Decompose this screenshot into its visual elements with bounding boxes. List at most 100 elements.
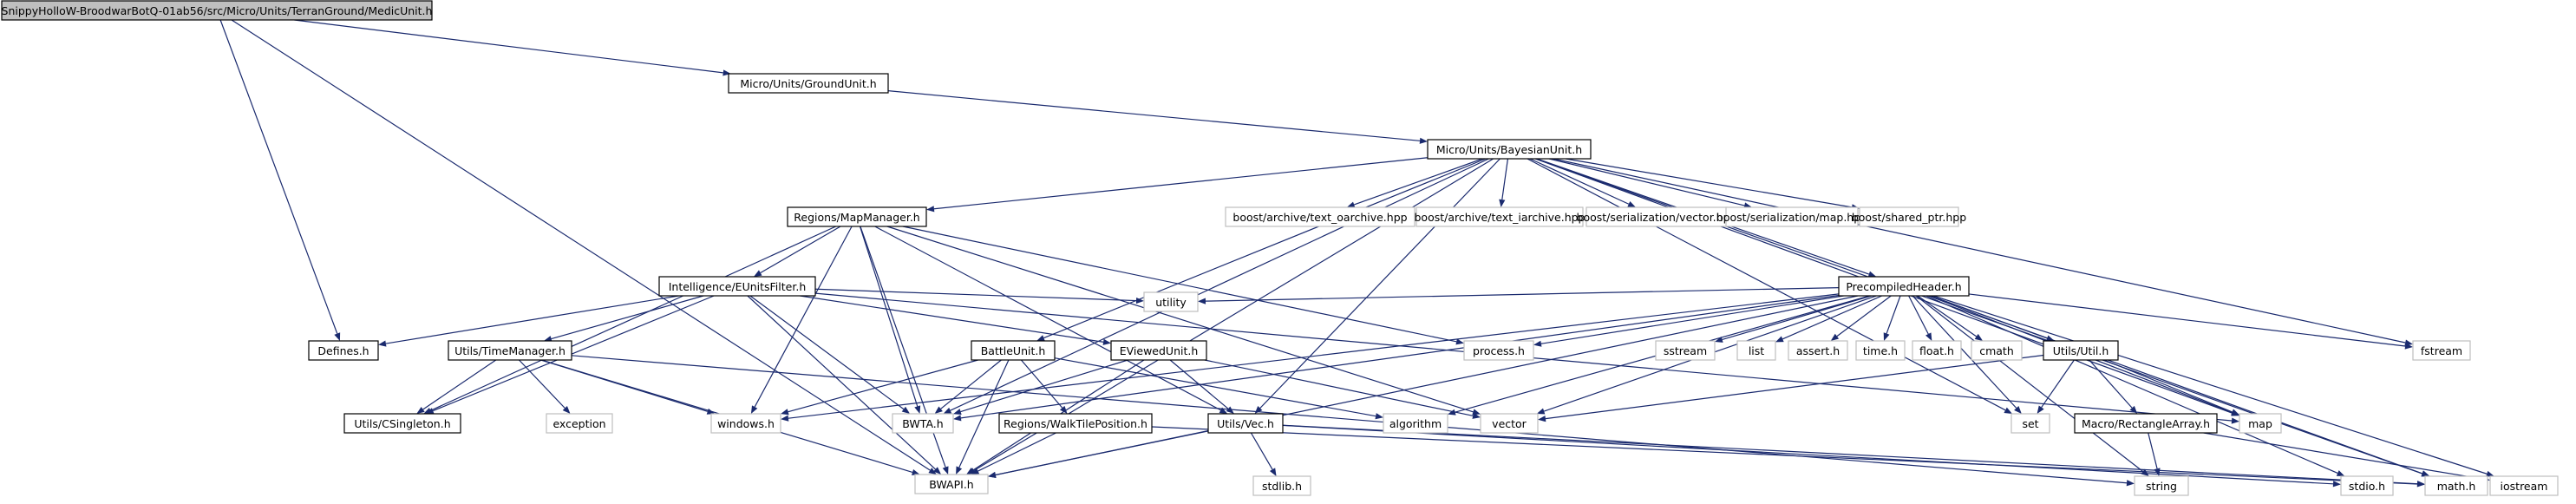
- edge-precompiled-to-float: [1908, 295, 1932, 341]
- node-box: [914, 474, 989, 494]
- node-label: sstream: [1664, 344, 1707, 357]
- node-label: utility: [1155, 296, 1187, 309]
- edge-line: [294, 19, 723, 74]
- node-box: [2489, 475, 2559, 496]
- edge-arrowhead: [753, 270, 762, 277]
- edge-line: [2148, 432, 2158, 469]
- edge-utilsutil-to-rectarray: [2089, 359, 2138, 414]
- node-utilsutil[interactable]: Utils/Util.h: [2043, 340, 2119, 361]
- edge-line: [2041, 359, 2075, 408]
- node-defines[interactable]: Defines.h: [308, 340, 379, 361]
- node-label: fstream: [2421, 344, 2462, 357]
- node-serialvector: boost/serialization/vector.hpp: [1577, 206, 1737, 227]
- node-label: BWAPI.h: [929, 478, 973, 491]
- edge-line: [1912, 295, 2017, 409]
- edge-arrowhead: [1269, 468, 1277, 476]
- node-label: time.h: [1863, 344, 1898, 357]
- node-assert: assert.h: [1788, 340, 1848, 361]
- edge-precompiled-to-sstream: [1715, 295, 1872, 343]
- edge-line: [422, 359, 497, 410]
- node-label: windows.h: [717, 417, 775, 430]
- node-csingleton[interactable]: Utils/CSingleton.h: [343, 413, 461, 434]
- edge-bayesian-to-serialvector: [1529, 158, 1637, 207]
- node-cmath: cmath: [1971, 340, 2023, 361]
- edge-line: [977, 432, 1056, 472]
- edge-line: [551, 295, 704, 340]
- edge-arrowhead: [1102, 338, 1111, 345]
- edge-line: [800, 295, 1104, 343]
- edge-line: [2203, 432, 2483, 480]
- node-mapmanager[interactable]: Regions/MapManager.h: [787, 206, 927, 227]
- edge-arrowhead: [2231, 417, 2239, 424]
- node-eviewed[interactable]: EViewedUnit.h: [1110, 340, 1207, 361]
- node-box: [1725, 206, 1859, 227]
- node-precompiled[interactable]: PrecompiledHeader.h: [1838, 276, 1970, 297]
- edge-line: [1259, 158, 1500, 409]
- edge-utilsvec-to-stdlib: [1250, 432, 1277, 476]
- node-label: assert.h: [1796, 344, 1840, 357]
- node-label: Macro/RectangleArray.h: [2082, 417, 2210, 430]
- edge-eunits-to-utility: [814, 288, 1144, 304]
- edge-arrowhead: [781, 415, 789, 422]
- node-label: Defines.h: [317, 344, 369, 357]
- node-label: Utils/CSingleton.h: [354, 417, 450, 430]
- node-medic[interactable]: SnippyHolloW-BroodwarBotQ-01ab56/src/Mic…: [1, 0, 433, 21]
- edge-line: [519, 359, 566, 409]
- node-walktile[interactable]: Regions/WalkTilePosition.h: [998, 413, 1153, 434]
- node-vector: vector: [1480, 413, 1539, 434]
- node-box: [658, 276, 816, 297]
- edge-line: [1282, 424, 2334, 485]
- node-bayesian[interactable]: Micro/Units/BayesianUnit.h: [1427, 139, 1592, 160]
- edge-precompiled-to-fstream: [1968, 293, 2413, 350]
- node-box: [1427, 139, 1592, 160]
- node-box: [2239, 413, 2282, 434]
- edge-line: [749, 295, 905, 410]
- node-set: set: [2010, 413, 2050, 434]
- node-box: [1383, 413, 1448, 434]
- edge-arrowhead: [1375, 413, 1383, 420]
- edge-line: [760, 226, 841, 274]
- node-serialmap: boost/serialization/map.hpp: [1716, 206, 1867, 227]
- node-label: boost/archive/text_oarchive.hpp: [1232, 211, 1407, 224]
- edge-arrowhead: [2126, 480, 2135, 487]
- edge-battleunit-to-windows: [781, 359, 978, 416]
- node-utilsvec[interactable]: Utils/Vec.h: [1207, 413, 1284, 434]
- edge-arrowhead: [722, 69, 731, 76]
- node-box: [892, 413, 954, 434]
- edge-arrowhead: [1627, 200, 1637, 207]
- edge-arrowhead: [2421, 470, 2430, 477]
- edge-precompiled-to-iostream: [1933, 295, 2494, 477]
- edge-arrowhead: [750, 405, 758, 414]
- node-label: float.h: [1919, 344, 1954, 357]
- edge-line: [1925, 295, 2338, 474]
- edge-bayesian-to-utilsvec: [1254, 158, 1500, 414]
- edge-line: [2103, 359, 2233, 413]
- edge-arrowhead: [1135, 297, 1144, 304]
- edge-arrowhead: [1715, 337, 1723, 343]
- node-label: cmath: [1979, 344, 2014, 357]
- node-box: [343, 413, 461, 434]
- edge-timemanager-to-exception: [519, 359, 571, 414]
- edge-arrowhead: [1883, 332, 1890, 341]
- node-string: string: [2134, 475, 2189, 496]
- node-label: stdio.h: [2349, 480, 2385, 493]
- edge-line: [874, 226, 1221, 411]
- edge-utilsvec-to-mathh: [1282, 424, 2425, 488]
- edge-arrowhead: [1472, 412, 1481, 419]
- edge-arrowhead: [933, 467, 942, 475]
- node-label: Utils/Util.h: [2053, 344, 2109, 357]
- node-timemanager[interactable]: Utils/TimeManager.h: [448, 340, 572, 361]
- node-box: [1912, 340, 1962, 361]
- edge-arrowhead: [1346, 201, 1356, 208]
- edge-line: [1043, 158, 1487, 339]
- node-battleunit[interactable]: BattleUnit.h: [971, 340, 1056, 361]
- edge-arrowhead: [2404, 343, 2413, 350]
- edge-line: [219, 19, 338, 334]
- node-label: EViewedUnit.h: [1120, 344, 1199, 357]
- node-rectarray[interactable]: Macro/RectangleArray.h: [2074, 413, 2218, 434]
- edge-line: [788, 359, 978, 413]
- edge-line: [1354, 158, 1483, 206]
- node-groundunit[interactable]: Micro/Units/GroundUnit.h: [728, 73, 889, 94]
- node-sharedptr: boost/shared_ptr.hpp: [1852, 206, 1966, 227]
- node-eunits[interactable]: Intelligence/EUnitsFilter.h: [658, 276, 816, 297]
